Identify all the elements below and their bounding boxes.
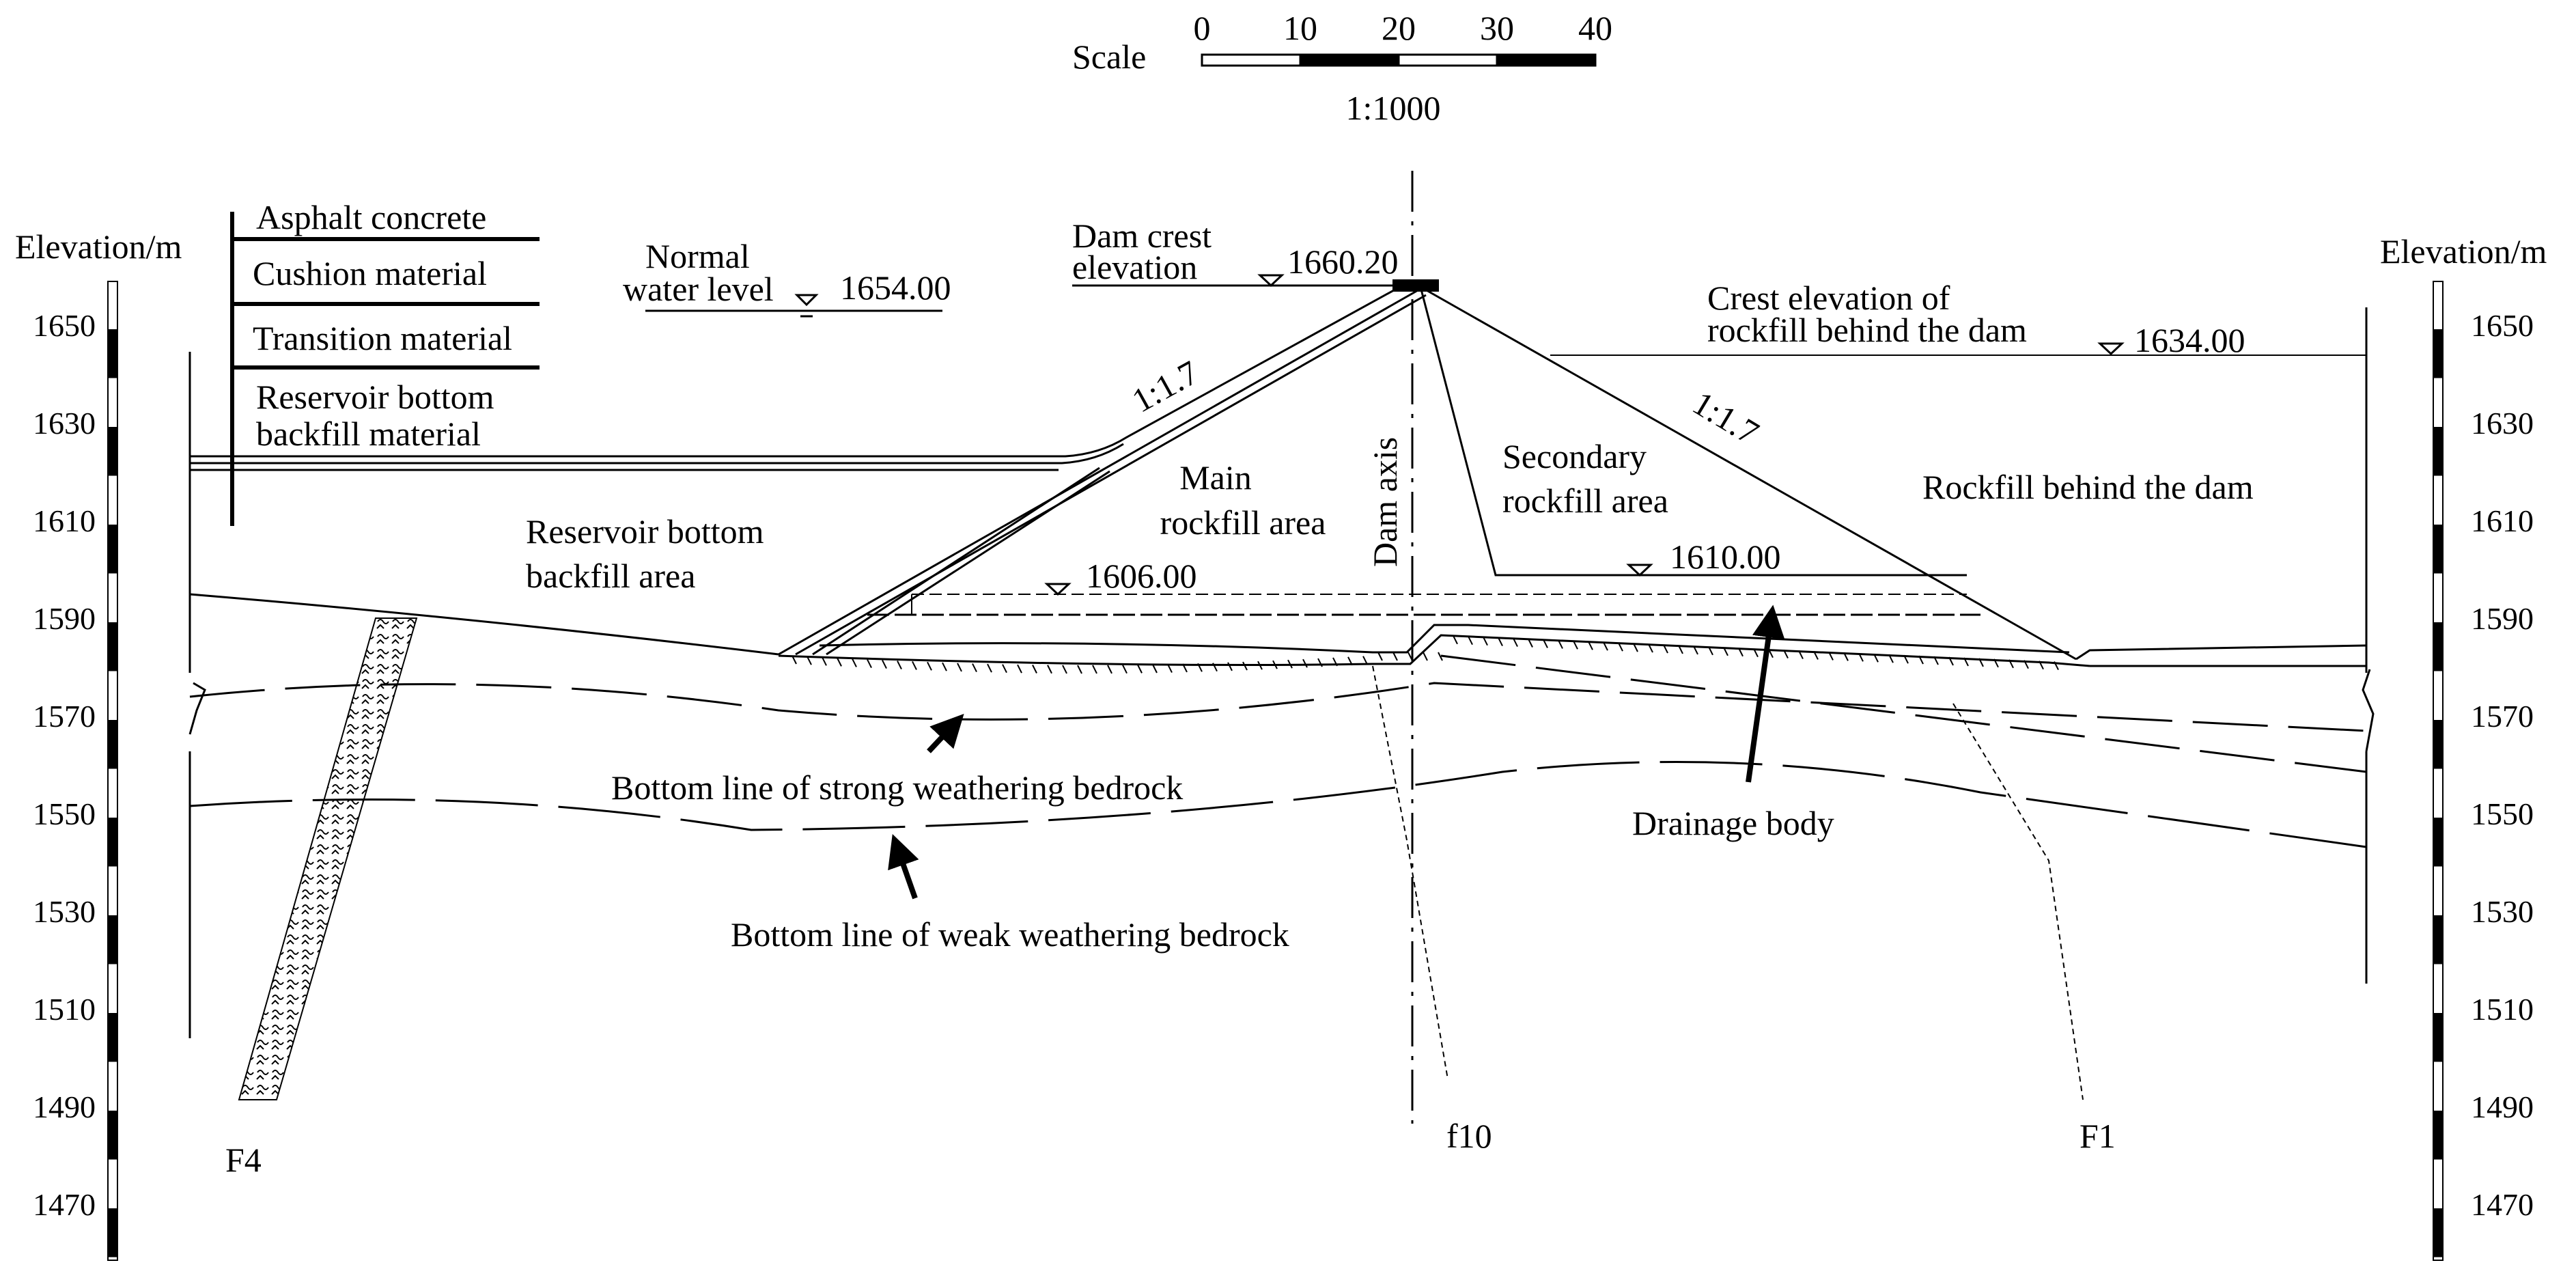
weathering-lines [189,654,2367,848]
legend-backfill-line2: backfill material [256,415,481,453]
left-elevation-axis: Elevation/m 1650 1630 1610 1590 1570 1550 1530… [15,227,182,1261]
right-axis-title: Elevation/m [2380,232,2547,270]
scale-tick-0: 0 [1194,9,1211,47]
elevation-tick-label: 1470 [33,1187,96,1222]
reservoir-area-line1: Reservoir bottom [526,512,764,551]
ruler-segment [2433,818,2443,867]
scale-tick-2: 20 [1382,9,1416,47]
upstream-slope-label: 1:1.7 [1125,352,1205,419]
legend-cushion: Cushion material [253,254,487,292]
crest-value: 1660.20 [1287,242,1399,281]
drainage-body-label: Drainage body [1632,804,1834,842]
scale-segment-3 [1496,53,1597,67]
legend-backfill-line1: Reservoir bottom [256,378,494,416]
elevation-markers [645,274,2125,596]
dam-axis-label: Dam axis [1366,437,1404,567]
callout-arrows [888,605,1785,900]
elevation-tick-label: 1570 [2471,699,2534,734]
elevation-tick-label: 1590 [33,601,96,636]
ruler-segment [108,1111,117,1160]
elevation-tick-label: 1530 [33,894,96,929]
strong-weathering-label: Bottom line of strong weathering bedrock [611,768,1183,807]
elevation-tick-label: 1530 [2471,894,2534,929]
ruler-segment [108,329,117,378]
annotation-labels: Normal water level 1654.00 Dam crest ele… [225,217,2254,1179]
secondary-rockfill-line1: Secondary [1502,437,1647,475]
main-rockfill-line2: rockfill area [1160,503,1326,542]
ruler-segment [2433,622,2443,671]
fault-f4-label: F4 [225,1141,262,1179]
elevation-tick-label: 1610 [2471,503,2534,538]
elevation-tick-label: 1650 [33,308,96,343]
legend-asphalt: Asphalt concrete [256,198,486,236]
elevation-tick-label: 1570 [33,699,96,734]
rockfill-behind-label: Rockfill behind the dam [1922,468,2254,506]
scale-label: Scale [1072,38,1146,76]
elevation-tick-label: 1490 [33,1089,96,1124]
elevation-tick-label: 1590 [2471,601,2534,636]
elevation-1606-label: 1606.00 [1086,557,1197,595]
ruler-segment [108,427,117,476]
ruler-segment [2433,1111,2443,1160]
normal-water-line2: water level [623,270,774,308]
rear-crest-line2: rockfill behind the dam [1707,311,2027,349]
ruler-segment [108,1013,117,1062]
scale-tick-1: 10 [1283,9,1317,47]
normal-water-line1: Normal [645,237,750,275]
scale-tick-3: 30 [1480,9,1514,47]
secondary-rockfill-line2: rockfill area [1502,482,1668,520]
elevation-tick-label: 1490 [2471,1089,2534,1124]
elevation-1610-label: 1610.00 [1670,538,1781,576]
ruler-segment [2433,1208,2443,1258]
downstream-slope-label: 1:1.7 [1686,383,1765,452]
reservoir-area-line2: backfill area [526,557,695,595]
normal-water-value: 1654.00 [840,268,951,307]
legend-transition: Transition material [253,319,512,357]
ruler-segment [2433,720,2443,769]
elevation-tick-label: 1610 [33,503,96,538]
elevation-tick-label: 1630 [2471,406,2534,441]
elevation-tick-label: 1510 [2471,992,2534,1027]
weak-weathering-label: Bottom line of weak weathering bedrock [731,915,1289,954]
ruler-segment [108,818,117,867]
ruler-segment [2433,329,2443,378]
elevation-tick-label: 1650 [2471,308,2534,343]
crest-label-line2: elevation [1072,248,1197,286]
scale-ratio: 1:1000 [1346,89,1441,127]
elevation-tick-label: 1630 [33,406,96,441]
elevation-tick-label: 1510 [33,992,96,1027]
fault-f10-label: f10 [1446,1117,1492,1155]
ruler-segment [108,720,117,769]
elevation-tick-label: 1550 [2471,796,2534,831]
ruler-segment [108,622,117,671]
ruler-segment [108,1208,117,1258]
ruler-segment [2433,525,2443,574]
fault-f1-label: F1 [2080,1117,2116,1155]
scale-tick-4: 40 [1578,9,1612,47]
rear-crest-line1: Crest elevation of [1707,279,1950,317]
rear-crest-value: 1634.00 [2134,321,2245,359]
right-elevation-axis: Elevation/m 1650 1630 1610 1590 1570 1550 1530… [2380,232,2547,1261]
ruler-segment [108,525,117,574]
ruler-segment [2433,427,2443,476]
left-ruler-bar [107,281,118,1261]
elevation-tick-label: 1470 [2471,1187,2534,1222]
scale-bar: Scale 0 10 20 30 40 1:1000 [1072,9,1612,127]
left-axis-title: Elevation/m [15,227,182,266]
scale-segment-1 [1299,53,1400,67]
right-ruler-bar [2433,281,2444,1261]
ruler-segment [2433,915,2443,964]
elevation-tick-label: 1550 [33,796,96,831]
layer-legend: Asphalt concrete Cushion material Transi… [230,198,540,526]
crest-label-line1: Dam crest [1072,217,1212,255]
main-rockfill-line1: Main [1179,458,1252,497]
ruler-segment [2433,1013,2443,1062]
fault-zones [238,617,2084,1100]
scale-segment-0 [1201,53,1302,67]
dam-body [188,279,2375,1038]
ruler-segment [108,915,117,964]
scale-segment-2 [1397,53,1498,67]
